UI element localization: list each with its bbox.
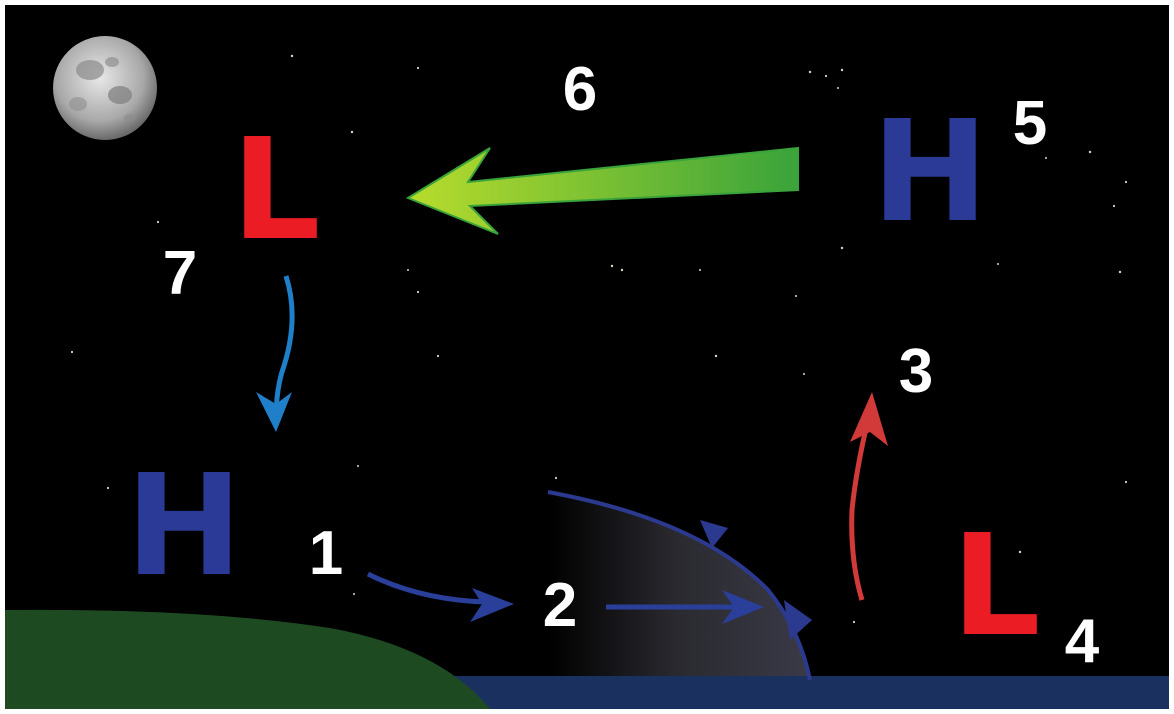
high-pressure-left: H bbox=[125, 445, 242, 608]
step-label-1: 1 bbox=[309, 519, 343, 588]
low-pressure-top: L bbox=[231, 109, 320, 272]
arrow-surface-flow-1 bbox=[366, 571, 514, 622]
cold-front bbox=[547, 490, 812, 681]
arrow-upper-flow bbox=[405, 146, 799, 235]
cold-air-dome bbox=[548, 492, 810, 680]
step-label-4: 4 bbox=[1065, 607, 1100, 676]
step-label-5: 5 bbox=[1013, 89, 1047, 158]
star-field bbox=[70, 54, 1128, 624]
step-label-2: 2 bbox=[543, 571, 577, 640]
step-label-7: 7 bbox=[163, 239, 197, 308]
arrow-rising bbox=[849, 392, 888, 601]
low-pressure-bottom: L bbox=[951, 505, 1040, 668]
step-label-3: 3 bbox=[899, 337, 933, 406]
arrow-descending bbox=[256, 275, 295, 432]
land bbox=[5, 609, 490, 709]
arrow-surface-flow-2 bbox=[606, 590, 764, 624]
step-label-6: 6 bbox=[563, 55, 597, 124]
high-pressure-right: H bbox=[871, 91, 988, 254]
moon-icon bbox=[53, 36, 157, 140]
